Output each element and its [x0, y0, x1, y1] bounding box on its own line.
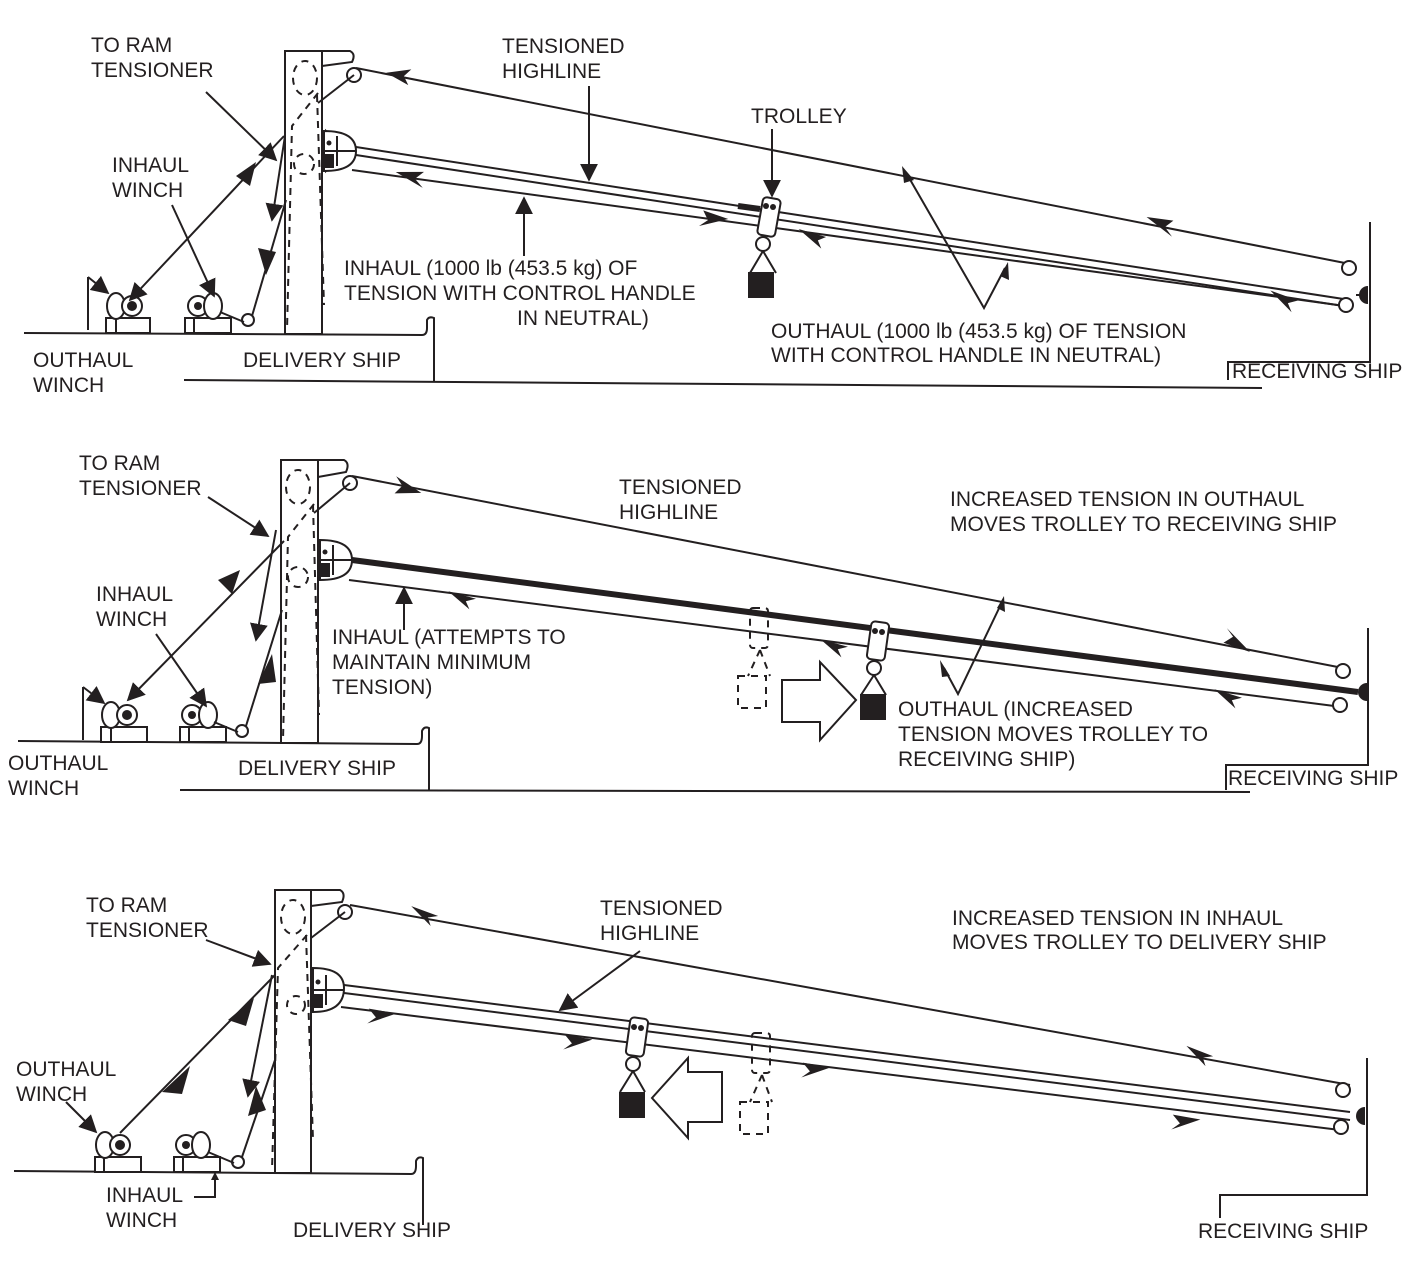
inhaul-line [348, 579, 1343, 708]
trolley-previous-position [737, 607, 771, 709]
load [748, 272, 774, 298]
lead-sheave [241, 313, 255, 327]
trolley [619, 1016, 650, 1118]
inhaul-winch [184, 292, 232, 334]
motion-arrow-right [781, 659, 858, 743]
motion-arrow-left [650, 1055, 723, 1141]
king-post-arm [321, 50, 355, 67]
highline-upper-edge [355, 146, 1351, 301]
receiving-ship-outline [1225, 628, 1369, 790]
outhaul-upper-line [351, 475, 1344, 669]
trolley [860, 620, 891, 720]
waterline [179, 789, 1251, 793]
label-receiving-ship: RECEIVING SHIP [1198, 1220, 1368, 1243]
label-receiving-ship: RECEIVING SHIP [1228, 767, 1398, 790]
inhaul-line [340, 1006, 1341, 1131]
delivery-ship-deck [17, 726, 430, 790]
load [860, 694, 886, 720]
ram-sheave-lower [293, 153, 315, 175]
receiving-sheave-lower [1338, 297, 1354, 313]
outhaul-winch [100, 701, 148, 743]
delivery-ship-deck [23, 316, 435, 381]
label-delivery-ship: DELIVERY SHIP [293, 1219, 451, 1242]
label-delivery-ship: DELIVERY SHIP [243, 349, 401, 372]
highline-upper-edge [343, 984, 1351, 1113]
ram-sheave [292, 60, 318, 96]
outhaul-winch [94, 1131, 142, 1173]
load [619, 1092, 645, 1118]
king-post [274, 889, 312, 1174]
label-receiving-ship: RECEIVING SHIP [1232, 360, 1402, 383]
highline-lower-edge [355, 154, 1351, 308]
king-post-arm [310, 889, 345, 907]
king-post-arm [317, 459, 349, 478]
outhaul-upper-line [349, 904, 1351, 1086]
receiving-sheave-upper [1341, 260, 1357, 276]
receiving-ship-outline [1227, 222, 1371, 380]
outhaul-winch [105, 292, 151, 334]
king-post [284, 50, 323, 335]
trolley [748, 196, 782, 298]
inhaul-winch [179, 701, 227, 743]
trolley-previous-position [739, 1032, 773, 1135]
receiving-ship-outline [1219, 1058, 1368, 1218]
inhaul-line [351, 169, 1346, 307]
delivery-ship-deck [13, 1156, 424, 1225]
label-trolley: TROLLEY [751, 105, 847, 128]
highline-lower-edge [343, 992, 1351, 1121]
label-delivery-ship: DELIVERY SHIP [238, 757, 396, 780]
outhaul-upper-line [355, 67, 1351, 265]
inhaul-winch [173, 1131, 221, 1173]
highline [351, 557, 1359, 695]
waterline [183, 379, 1263, 389]
